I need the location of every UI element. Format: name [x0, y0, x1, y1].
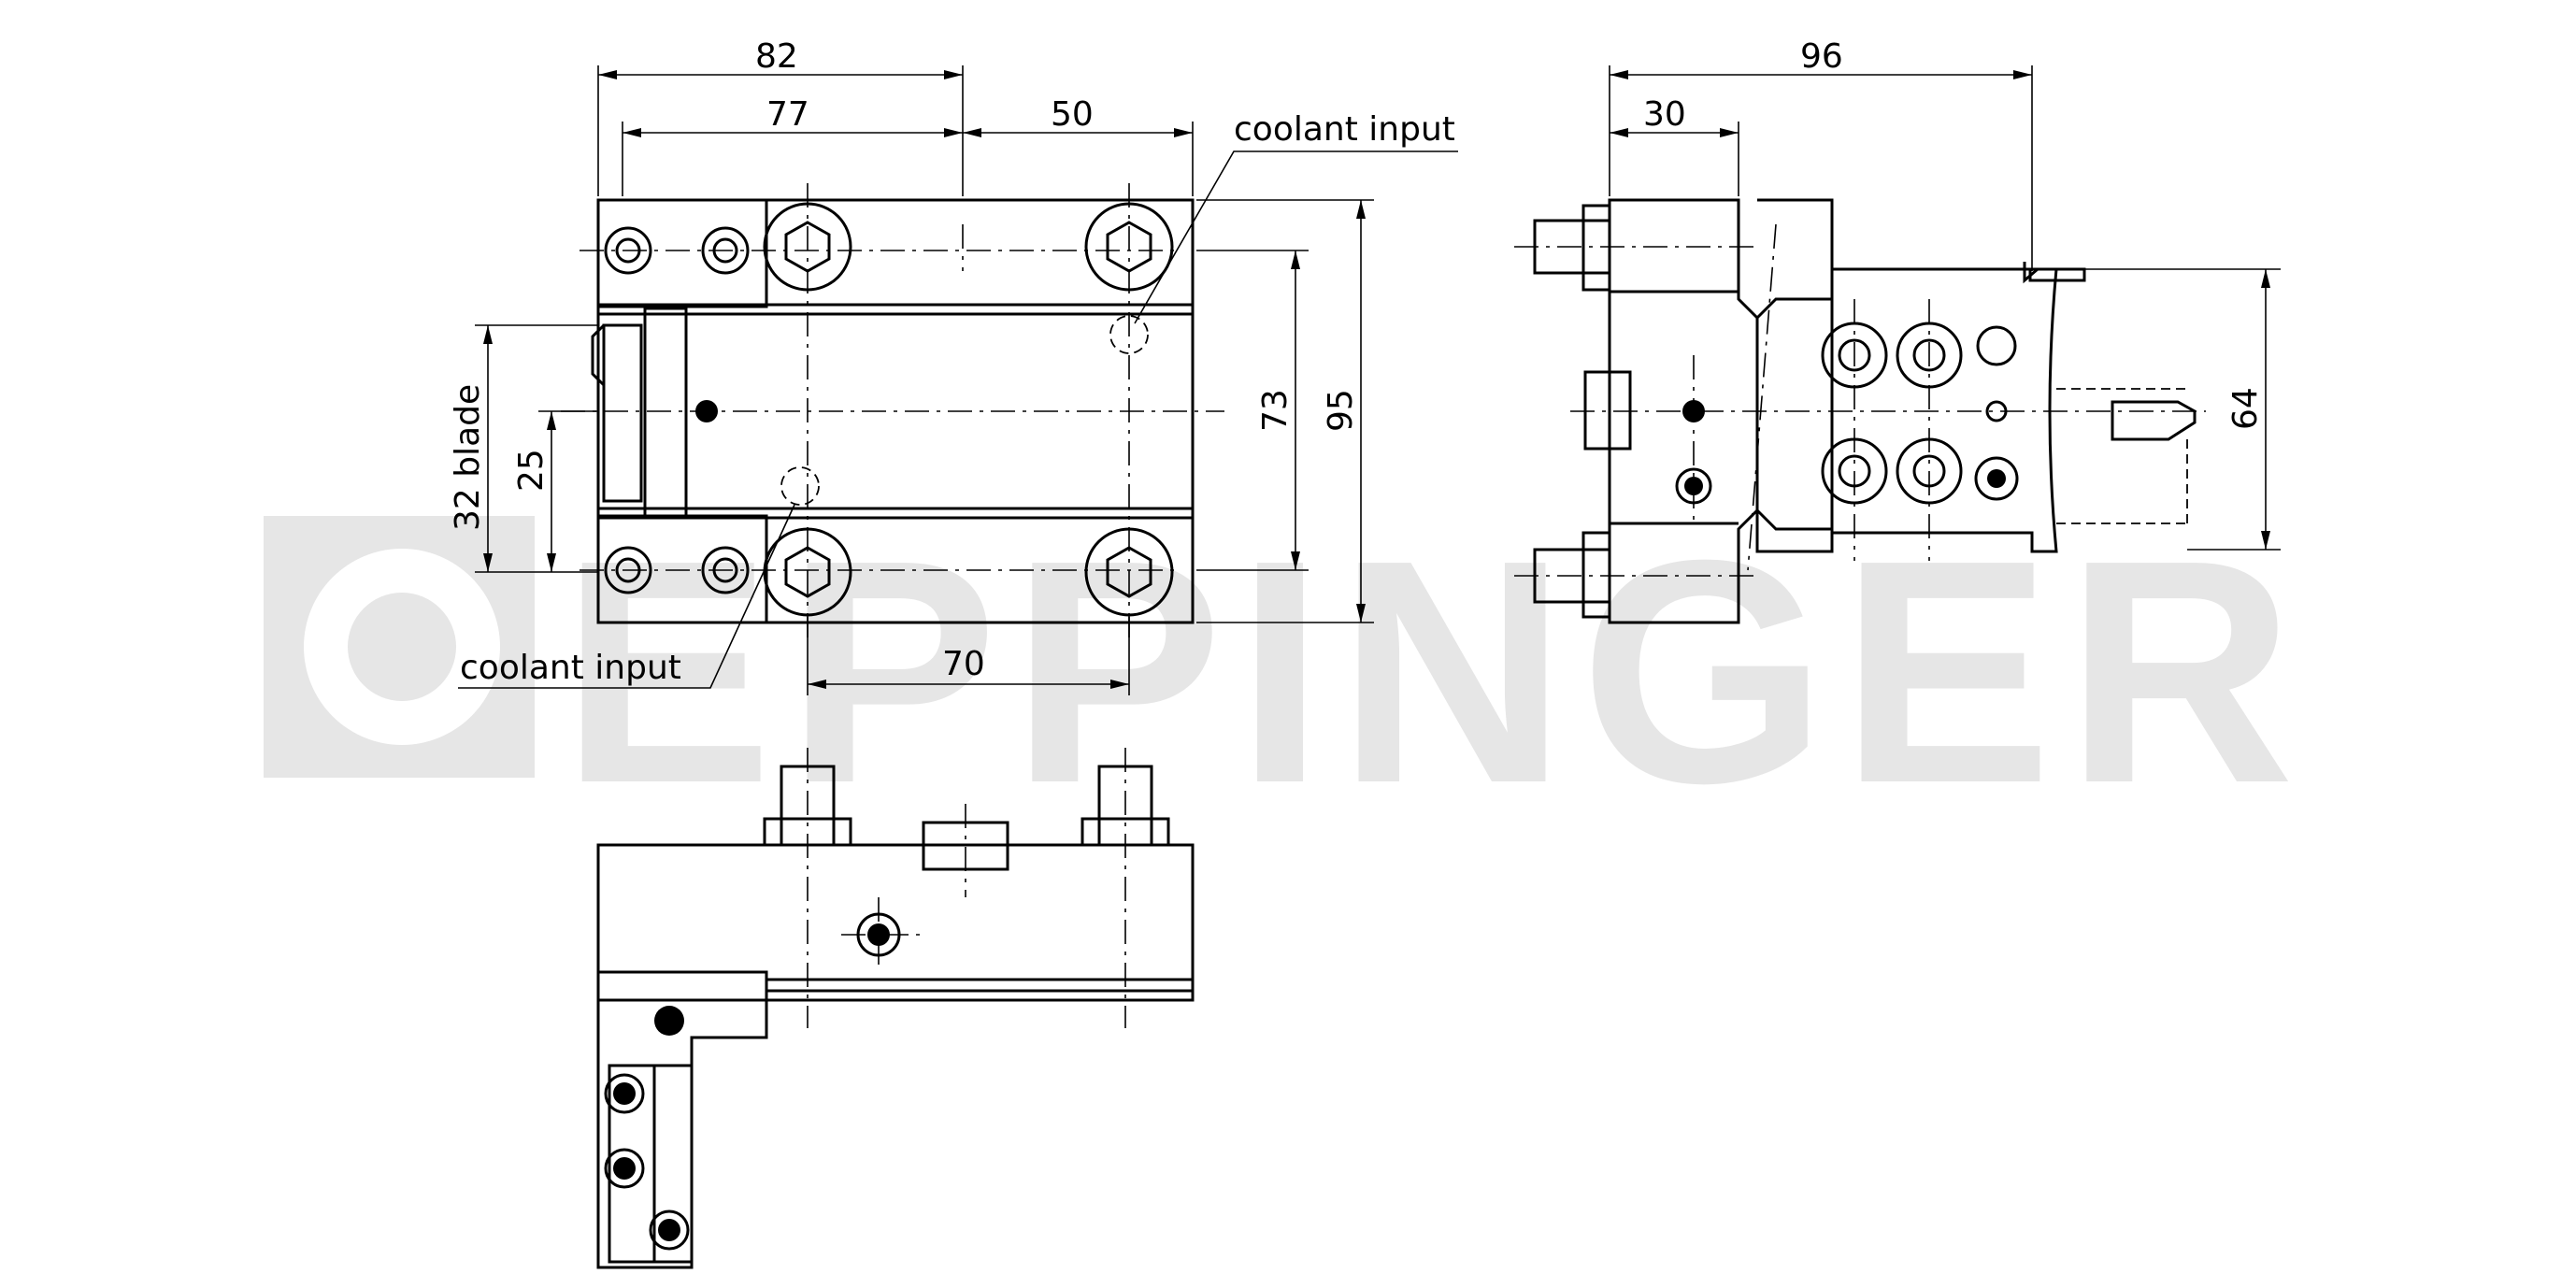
dim-73-label: 73: [1256, 389, 1295, 432]
coolant-port-bottom: [780, 466, 820, 506]
top-view: [596, 748, 1195, 1269]
side-key: [1583, 370, 1632, 451]
dim-95-label: 95: [1322, 389, 1360, 432]
dim-25-label: 25: [512, 449, 551, 492]
side-insert: [2111, 400, 2197, 441]
watermark-logo-core: [348, 593, 456, 701]
dim-32-blade-label: 32 blade: [449, 384, 487, 531]
coolant-input-top-label: coolant input: [1234, 110, 1455, 149]
dim-64-label: 64: [2226, 387, 2265, 430]
side-view: 96 30 64: [1514, 37, 2281, 624]
dim-77-label: 77: [766, 95, 809, 134]
dim-30-label: 30: [1643, 95, 1686, 134]
front-top-screws: [604, 202, 1174, 292]
top-body-outline: [596, 843, 1195, 1002]
coolant-port-top: [1109, 315, 1149, 354]
coolant-input-bottom-label: coolant input: [460, 649, 681, 687]
watermark-text: EPPINGER: [561, 494, 2308, 850]
dim-70-label: 70: [942, 645, 985, 683]
front-view: 82 77 50 95 73 32 blade 25 70: [449, 37, 1458, 695]
side-screws: [1675, 322, 2019, 505]
dim-82-label: 82: [755, 37, 798, 76]
watermark: EPPINGER: [264, 494, 2308, 850]
dim-96-label: 96: [1800, 37, 1843, 76]
dim-50-label: 50: [1051, 95, 1094, 134]
